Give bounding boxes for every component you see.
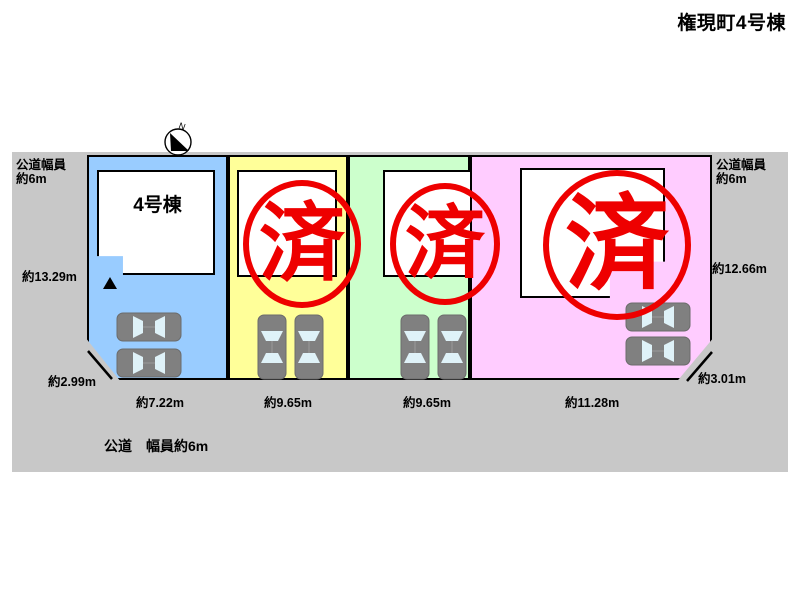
left-depth-label: 約13.29m <box>22 270 77 284</box>
lot-4-frontage-label: 約11.28m <box>565 396 620 410</box>
left-chamfer-label: 約2.99m <box>48 375 96 389</box>
lot-2-car-2-icon <box>294 314 324 380</box>
right-chamfer-label: 約3.01m <box>698 372 746 386</box>
lot-1-label: 4号棟 <box>133 195 182 216</box>
lot-1-car-2-icon <box>116 348 182 378</box>
entrance-arrow-icon <box>103 277 117 289</box>
lot-3-frontage-label: 約9.65m <box>403 396 451 410</box>
lot-1-car-1-icon <box>116 312 182 342</box>
lot-2-car-1-icon <box>257 314 287 380</box>
right-road-width-label: 公道幅員 約6m <box>716 158 766 187</box>
bottom-road-label: 公道 幅員約6m <box>104 438 209 454</box>
left-road-width-label: 公道幅員 約6m <box>16 158 66 187</box>
lot-2-frontage-label: 約9.65m <box>264 396 312 410</box>
page-title: 権現町4号棟 <box>677 13 786 34</box>
left-road-width-line2: 約6m <box>16 172 47 187</box>
lot-4-sold-stamp: 済 <box>543 170 691 320</box>
svg-text:N: N <box>177 120 187 132</box>
right-road-width-line2: 約6m <box>716 172 747 187</box>
left-road-width-line1: 公道幅員 <box>16 158 67 172</box>
lot-1-frontage-label: 約7.22m <box>136 396 184 410</box>
right-road-width-line1: 公道幅員 <box>716 158 767 172</box>
right-depth-label: 約12.66m <box>712 262 767 276</box>
lot-2-sold-stamp: 済 <box>243 180 361 308</box>
lot-2-sold-text: 済 <box>259 196 345 292</box>
lot-3-car-1-icon <box>400 314 430 380</box>
lot-4-car-2-icon <box>625 336 691 366</box>
lot-3-sold-text: 済 <box>405 199 485 288</box>
lot-3-sold-stamp: 済 <box>390 183 500 305</box>
compass-icon: N <box>158 118 200 163</box>
lot-4-sold-text: 済 <box>564 187 669 303</box>
lot-3-car-2-icon <box>437 314 467 380</box>
